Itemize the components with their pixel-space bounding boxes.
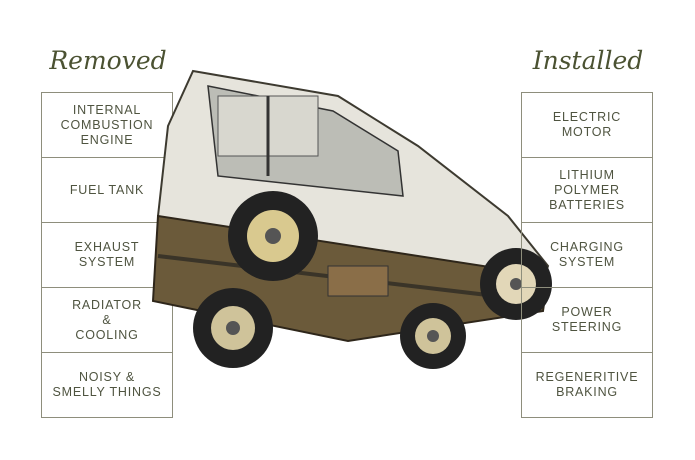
installed-list: ELECTRIC MOTOR LITHIUM POLYMER BATTERIES… xyxy=(521,92,653,418)
removed-list: INTERNAL COMBUSTION ENGINE FUEL TANK EXH… xyxy=(41,92,173,418)
wheel xyxy=(480,248,552,320)
installed-item: ELECTRIC MOTOR xyxy=(552,110,622,139)
installed-item: LITHIUM POLYMER BATTERIES xyxy=(522,157,652,222)
installed-item: CHARGING SYSTEM xyxy=(522,222,652,287)
installed-item: REGENERITIVE BRAKING xyxy=(522,352,652,417)
installed-item: POWER STEERING xyxy=(522,287,652,352)
removed-item: INTERNAL COMBUSTION ENGINE xyxy=(60,102,154,147)
installed-heading: Installed xyxy=(532,46,644,75)
wheel xyxy=(400,303,466,369)
wheel xyxy=(193,288,273,368)
land-rover-cutaway-illustration xyxy=(151,69,552,369)
removed-item: NOISY & SMELLY THINGS xyxy=(42,352,172,417)
wheel xyxy=(228,191,318,281)
removed-heading: Removed xyxy=(49,46,167,75)
removed-item: EXHAUST SYSTEM xyxy=(42,222,172,287)
removed-item: RADIATOR & COOLING xyxy=(42,287,172,352)
removed-item: FUEL TANK xyxy=(42,157,172,222)
